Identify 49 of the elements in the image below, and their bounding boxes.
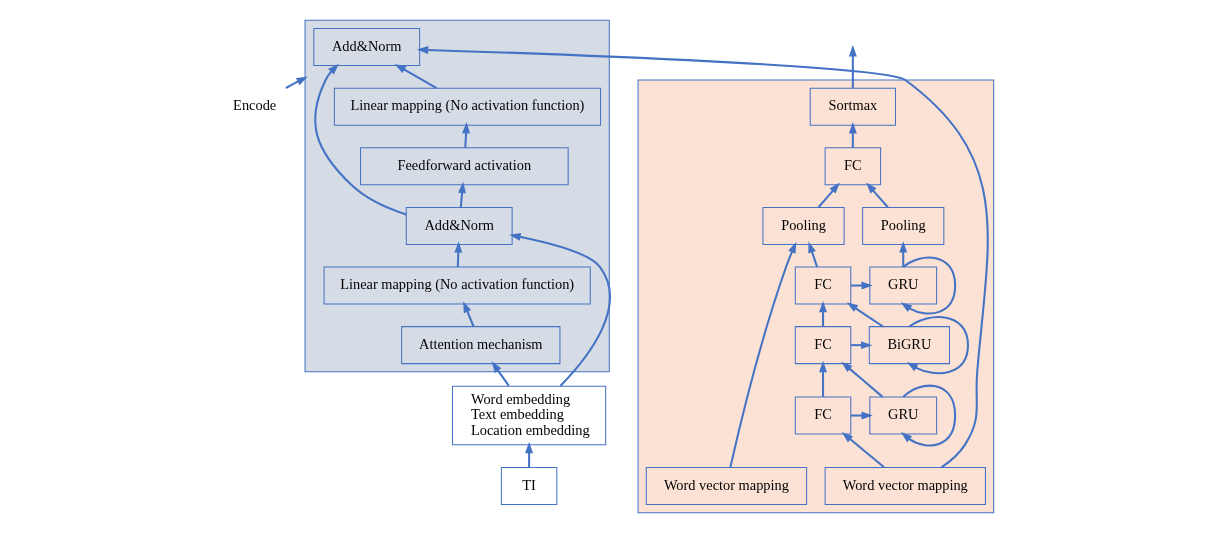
node-box: Word vector mapping <box>645 466 807 505</box>
arrow <box>457 181 466 208</box>
arrow <box>807 241 818 268</box>
arrow <box>284 76 308 89</box>
node-box: FC <box>794 396 851 435</box>
arrow <box>461 122 470 148</box>
node-box: Linear mapping (No activation function) <box>323 266 591 305</box>
arrow <box>508 232 611 387</box>
arrow <box>840 361 883 398</box>
arrow <box>818 360 827 397</box>
arrow <box>817 182 840 208</box>
arrow <box>848 122 857 148</box>
node-box: Word vector mapping <box>824 466 986 505</box>
arrow <box>900 384 956 447</box>
arrow <box>900 256 956 315</box>
arrow <box>524 441 533 468</box>
node-box: Word embedding Text embedding Location embedding <box>451 385 606 446</box>
node-box: Attention mechanism <box>400 326 560 365</box>
node-box: Linear mapping (No activation function) <box>333 87 601 126</box>
arrow <box>850 281 873 290</box>
node-box: Sortmax <box>809 87 896 126</box>
arrow <box>846 302 884 328</box>
arrow <box>850 341 872 350</box>
arrow <box>865 182 889 208</box>
arrow <box>491 361 510 387</box>
arrow <box>818 300 827 327</box>
node-box: FC <box>824 147 881 186</box>
node-box: Feedforward activation <box>359 147 569 186</box>
node-box: Add&Norm <box>405 206 513 245</box>
cluster <box>637 79 994 514</box>
node-box: BiGRU <box>868 326 950 365</box>
node-box: GRU <box>868 396 937 435</box>
arrow <box>453 241 462 267</box>
arrow <box>416 46 989 469</box>
arrow <box>728 241 796 468</box>
node-box: TI <box>500 466 557 505</box>
node-box: Pooling <box>761 206 845 245</box>
arrow <box>394 64 437 89</box>
arrow <box>841 432 885 469</box>
arrow <box>906 316 969 375</box>
node-text: Encode <box>232 97 276 114</box>
node-box: Add&Norm <box>312 28 420 67</box>
arrow <box>462 301 475 327</box>
node-box: GRU <box>868 266 937 305</box>
node-box: FC <box>794 266 851 305</box>
node-box: FC <box>794 326 851 365</box>
node-box: Pooling <box>861 206 944 245</box>
arrow <box>313 63 406 216</box>
arrow <box>848 45 857 89</box>
